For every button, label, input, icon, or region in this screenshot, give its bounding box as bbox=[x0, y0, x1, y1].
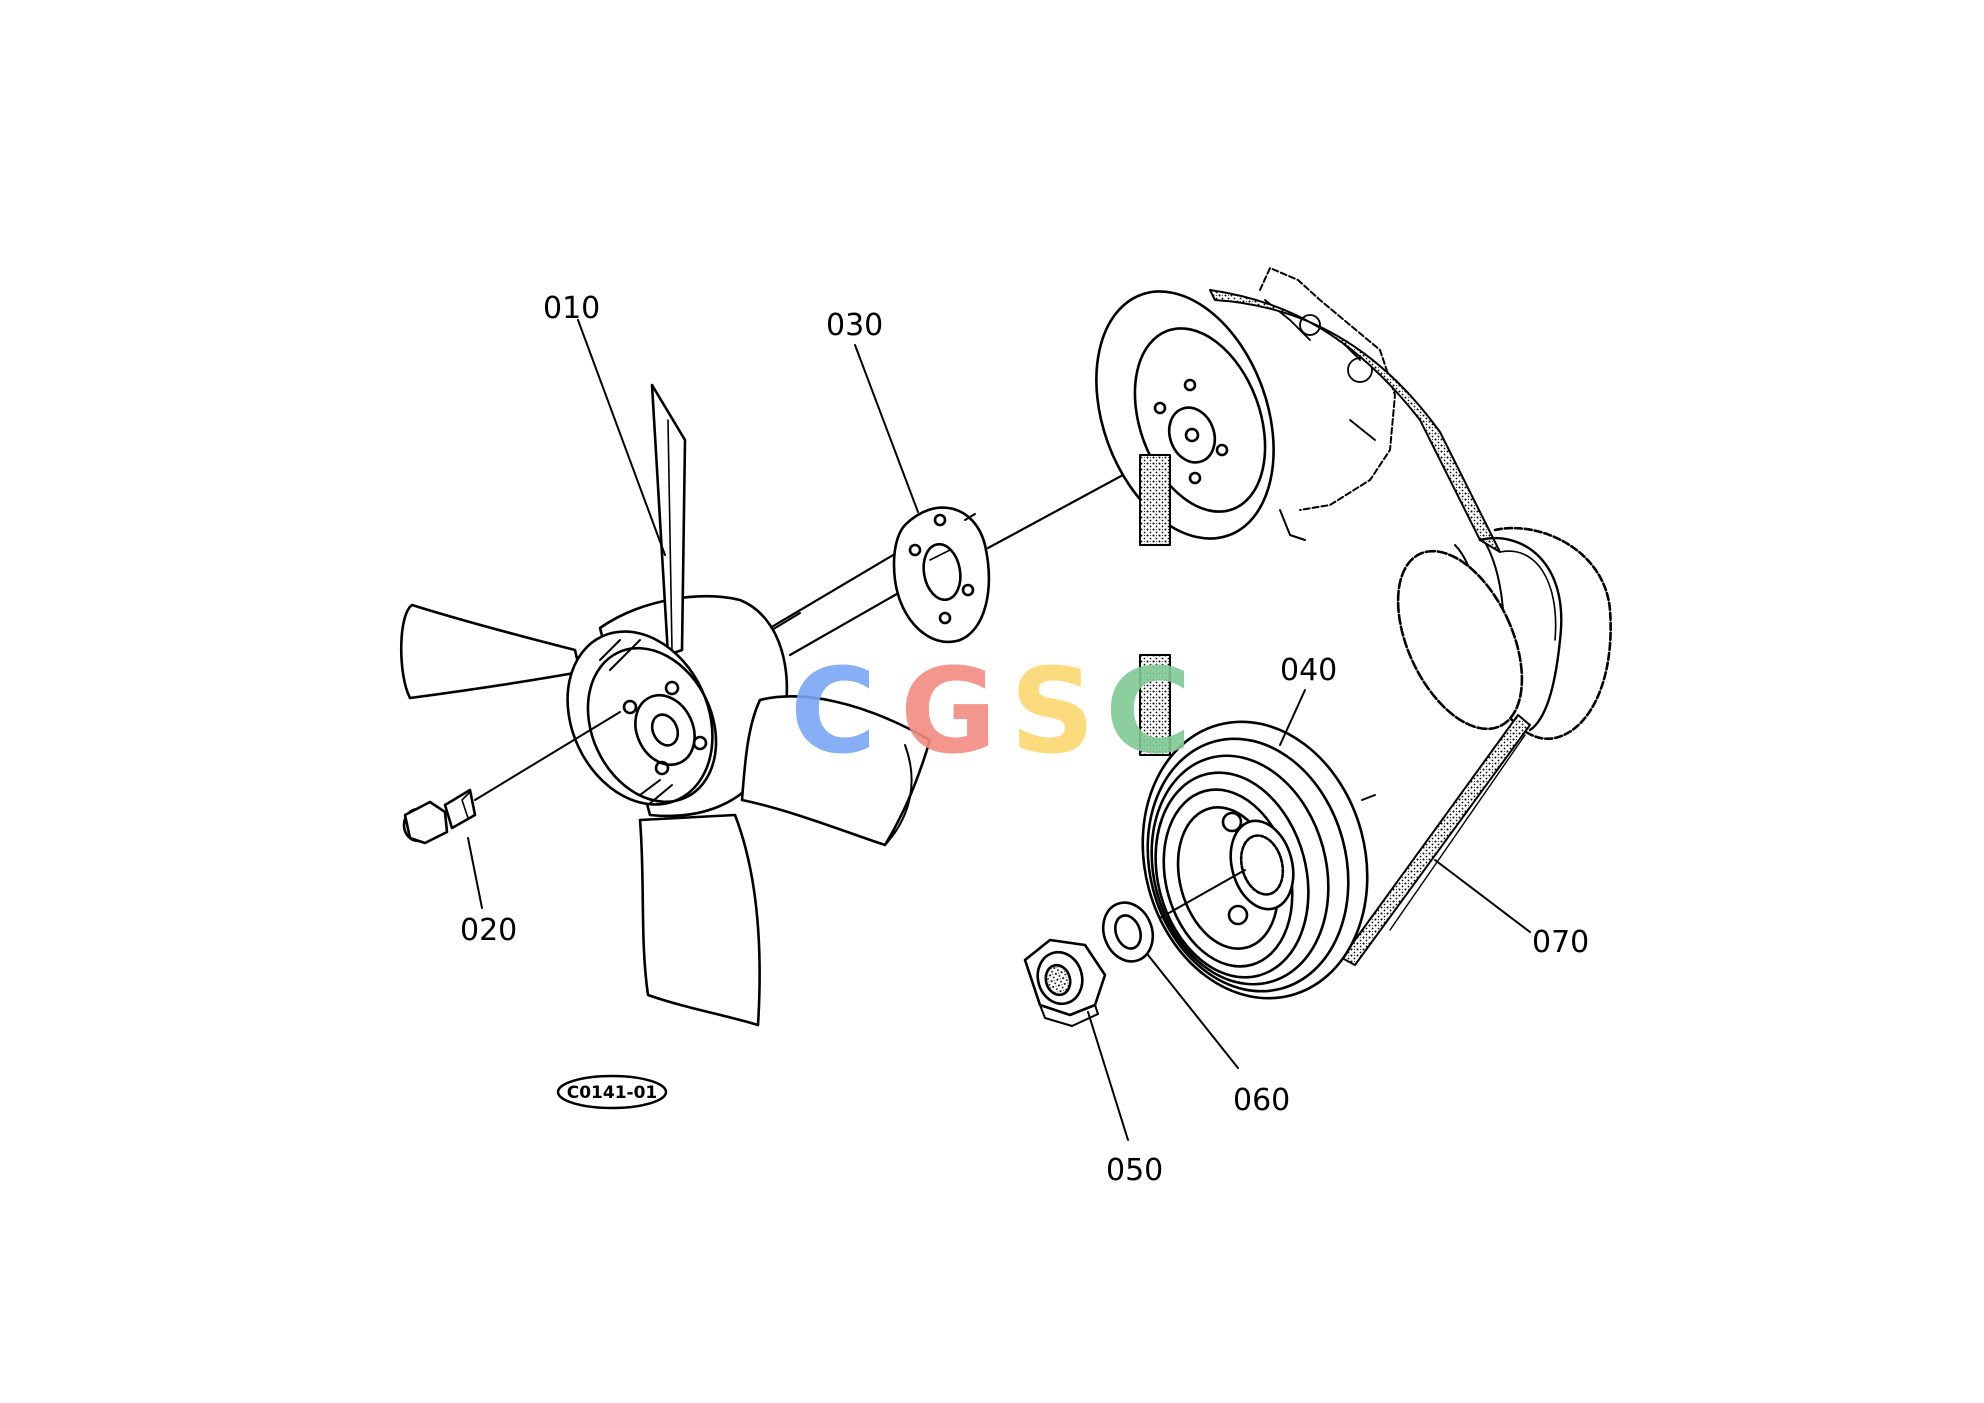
alternator-pulley bbox=[1396, 526, 1612, 740]
callout-010: 010 bbox=[543, 291, 600, 326]
callout-060: 060 bbox=[1233, 1083, 1290, 1118]
water-pump-pulley bbox=[1095, 267, 1396, 541]
watermark-letter-g: G bbox=[900, 642, 997, 780]
crank-nut bbox=[1023, 938, 1107, 1027]
figure-code: C0141-01 bbox=[567, 1083, 658, 1103]
watermark-letter-s: S bbox=[1010, 642, 1095, 780]
figure-code-badge: C0141-01 bbox=[556, 1074, 668, 1110]
cooling-fan bbox=[399, 383, 932, 1027]
watermark-letter-c2: C bbox=[1105, 642, 1192, 780]
fan-bolt bbox=[402, 711, 621, 845]
callout-070: 070 bbox=[1532, 925, 1589, 960]
callout-040: 040 bbox=[1280, 653, 1337, 688]
fan-spacer bbox=[892, 453, 1162, 644]
cgsc-watermark: C G S C bbox=[790, 642, 1192, 780]
washer bbox=[1101, 869, 1246, 963]
leader-lines bbox=[467, 319, 1531, 1141]
watermark-letter-c1: C bbox=[790, 642, 877, 780]
callout-050: 050 bbox=[1106, 1153, 1163, 1188]
fan-belt bbox=[1139, 289, 1563, 966]
crankshaft-pulley bbox=[1141, 720, 1376, 1000]
callout-020: 020 bbox=[460, 913, 517, 948]
callout-030: 030 bbox=[826, 308, 883, 343]
